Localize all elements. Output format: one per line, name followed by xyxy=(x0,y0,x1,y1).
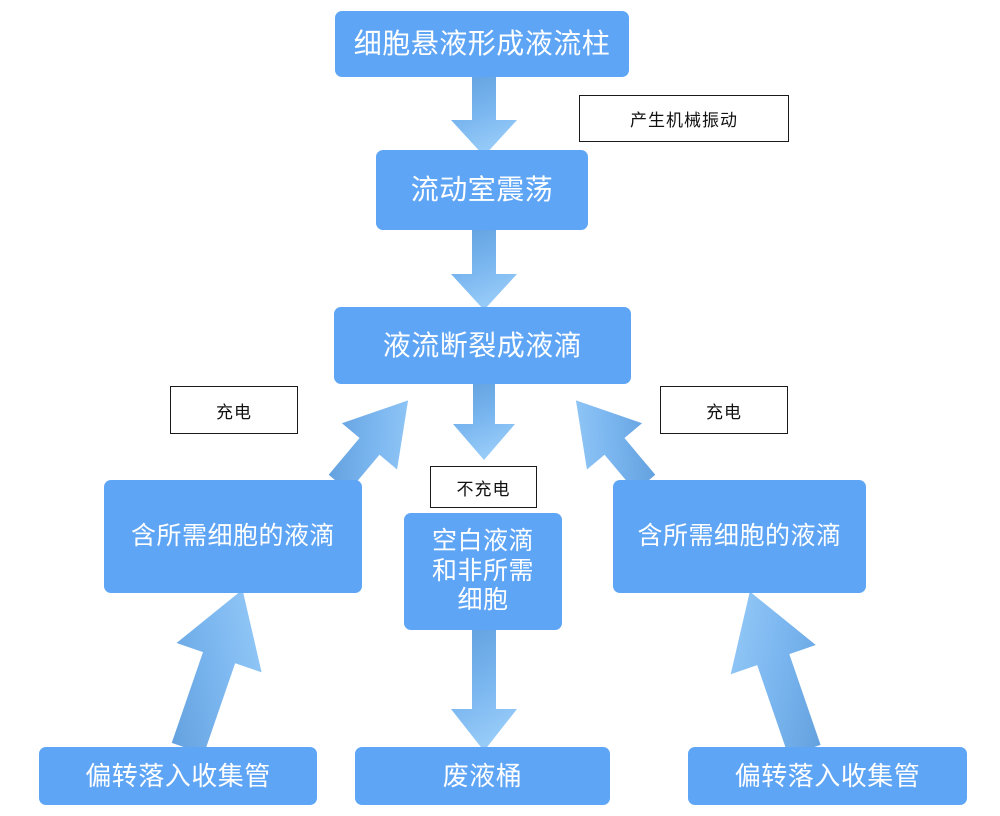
annotation-label: 充电 xyxy=(706,402,742,422)
node-cell-suspension-stream[interactable]: 细胞悬液形成液流柱 xyxy=(335,11,629,77)
node-label: 偏转落入收集管 xyxy=(734,760,921,791)
node-deflected-into-collection-tube-right[interactable]: 偏转落入收集管 xyxy=(688,747,967,805)
node-stream-breaks-into-droplets[interactable]: 液流断裂成液滴 xyxy=(334,307,631,384)
node-label: 细胞悬液形成液流柱 xyxy=(353,28,611,60)
annotation-charge-right[interactable]: 充电 xyxy=(660,386,788,434)
annotation-label: 产生机械振动 xyxy=(630,111,738,130)
node-waste-bucket[interactable]: 废液桶 xyxy=(355,747,610,805)
arrow-n6-to-n9 xyxy=(700,580,860,760)
annotation-mechanical-vibration[interactable]: 产生机械振动 xyxy=(579,95,789,142)
node-label: 含所需细胞的液滴 xyxy=(130,521,335,550)
arrow-n5-to-n8 xyxy=(447,629,521,751)
arrow-n1-to-n2 xyxy=(447,74,521,156)
node-label: 液流断裂成液滴 xyxy=(382,329,583,361)
node-blank-and-unwanted-cells[interactable]: 空白液滴 和非所需 细胞 xyxy=(404,513,562,630)
node-droplet-with-target-cells-right[interactable]: 含所需细胞的液滴 xyxy=(613,480,866,593)
arrow-n2-to-n3 xyxy=(447,228,521,310)
node-label: 含所需细胞的液滴 xyxy=(637,521,842,550)
node-flow-cell-oscillation[interactable]: 流动室震荡 xyxy=(376,150,588,230)
node-label: 废液桶 xyxy=(442,760,523,791)
node-droplet-with-target-cells-left[interactable]: 含所需细胞的液滴 xyxy=(104,480,362,593)
arrow-n4-to-n7 xyxy=(138,580,298,760)
arrow-n3-to-n5 xyxy=(447,382,521,460)
node-label: 偏转落入收集管 xyxy=(85,760,271,791)
annotation-charge-left[interactable]: 充电 xyxy=(170,386,298,434)
annotation-label: 充电 xyxy=(216,402,252,422)
node-label: 流动室震荡 xyxy=(410,174,554,206)
node-label: 空白液滴 和非所需 细胞 xyxy=(431,527,534,615)
node-deflected-into-collection-tube-left[interactable]: 偏转落入收集管 xyxy=(39,747,317,805)
annotation-no-charge[interactable]: 不充电 xyxy=(430,466,537,508)
annotation-label: 不充电 xyxy=(456,479,511,499)
